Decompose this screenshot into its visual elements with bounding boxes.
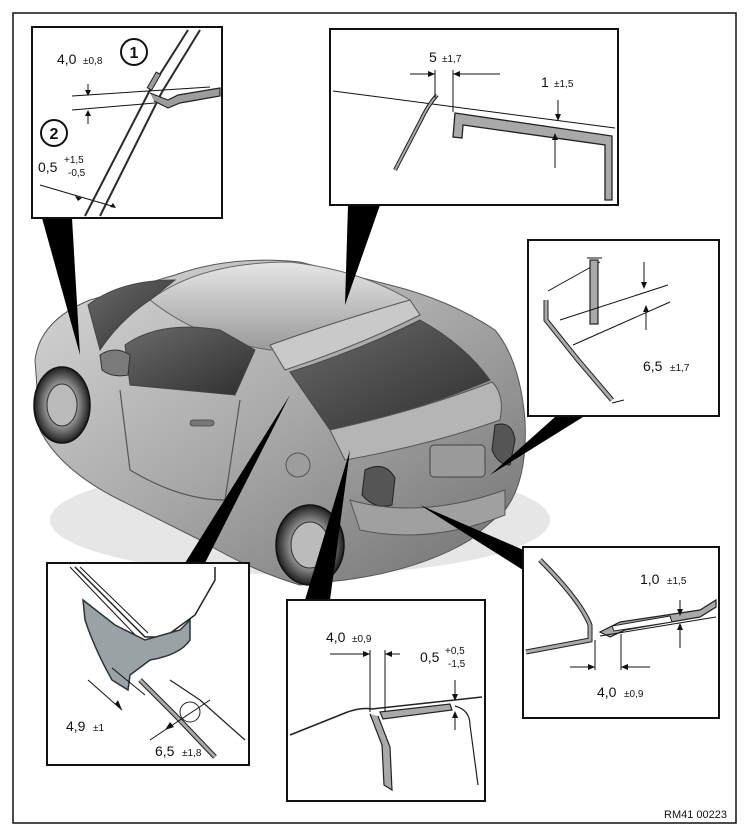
dim-tol-1-7-right: ±1,7 [670, 363, 690, 374]
dim-label-5: 5 [429, 49, 437, 65]
marker-1: 1 [130, 45, 139, 62]
dim-label-6-5: 6,5 [643, 358, 663, 374]
dim-tol-0-9-br: ±0,9 [624, 689, 644, 700]
detail-bottom-left: 4,9 ±1 6,5 ±1,8 [46, 562, 250, 766]
dim-tol-1-7: ±1,7 [442, 54, 462, 65]
dim-tol-lower: -0,5 [68, 168, 86, 179]
dim-label-4-0-br: 4,0 [597, 684, 617, 700]
dim-label-4-9: 4,9 [66, 718, 86, 734]
detail-top-center: 5 ±1,7 1 ±1,5 [329, 28, 619, 206]
car-illustration [33, 259, 550, 586]
detail-bottom-right: 1,0 ±1,5 4,0 ±0,9 [522, 546, 720, 719]
callout-wedges [42, 205, 583, 600]
detail-top-left: 1 2 4,0 ±0,8 0,5 +1,5 -0,5 [31, 26, 223, 219]
dim-label-6-5-bl: 6,5 [155, 743, 175, 759]
marker-2: 2 [50, 126, 59, 143]
dim-tol-upper-bc: +0,5 [445, 646, 465, 657]
dim-label-1-0: 1,0 [640, 571, 660, 587]
dim-tol-0-8: ±0,8 [83, 56, 103, 67]
dim-tol-1-8: ±1,8 [182, 748, 202, 759]
dim-tol-1: ±1 [93, 723, 104, 734]
detail-bottom-center: 4,0 ±0,9 0,5 +0,5 -1,5 [286, 599, 486, 802]
marker-2-circle [40, 119, 68, 147]
image-code: RM41 00223 [664, 809, 727, 821]
dim-label-4-0-bc: 4,0 [326, 629, 346, 645]
dim-label-0-5: 0,5 [38, 159, 58, 175]
dim-tol-1-5: ±1,5 [554, 79, 574, 90]
marker-1-circle [120, 38, 148, 66]
dim-tol-0-9-bc: ±0,9 [352, 634, 372, 645]
dim-tol-upper: +1,5 [64, 155, 84, 166]
detail-right: 6,5 ±1,7 [527, 239, 720, 417]
dim-label-0-5-bc: 0,5 [420, 649, 440, 665]
dim-tol-lower-bc: -1,5 [448, 659, 466, 670]
dim-tol-1-5-br: ±1,5 [667, 576, 687, 587]
dim-label-4-0: 4,0 [57, 51, 77, 67]
dim-label-1: 1 [541, 74, 549, 90]
